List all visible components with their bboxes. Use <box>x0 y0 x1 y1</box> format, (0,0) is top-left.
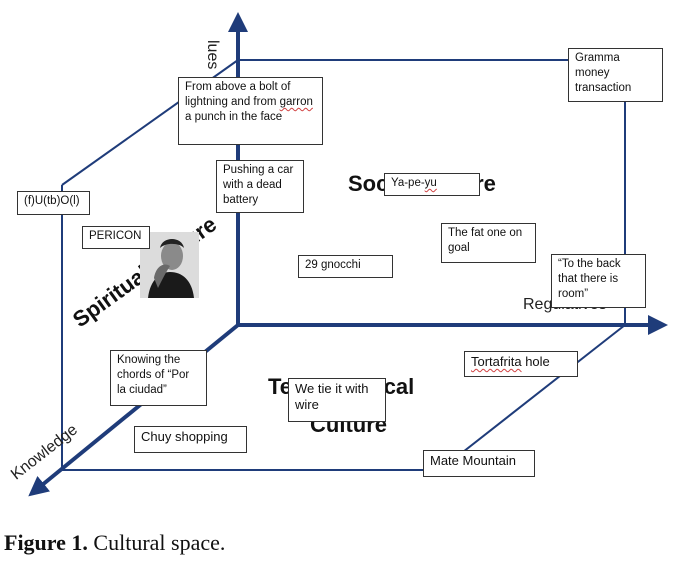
box-back: “To the back that there is room” <box>551 254 646 308</box>
box-gnocchi: 29 gnocchi <box>298 255 393 278</box>
box-yapeyu: Ya-pe-yu <box>384 173 480 196</box>
box-futbol: (f)U(tb)O(l) <box>17 191 90 215</box>
box-yapeyu-squiggle: yu <box>424 177 437 189</box>
box-yapeyu-text: Ya-pe- <box>391 177 425 189</box>
box-pericon: PERICON <box>82 226 150 249</box>
box-gramma: Gramma money transaction <box>568 48 663 102</box>
box-chuy: Chuy shopping <box>134 426 247 453</box>
figure-caption-label: Figure 1. <box>4 530 88 555</box>
box-pushing: Pushing a car with a dead battery <box>216 160 304 213</box>
box-bolt-text-1: From above a bolt of lightning and from <box>185 81 291 108</box>
box-wire: We tie it with wire <box>288 378 386 422</box>
box-chords: Knowing the chords of “Por la ciudad” <box>110 350 207 406</box>
box-mate: Mate Mountain <box>423 450 535 477</box>
box-tortafrita-text: hole <box>521 354 550 369</box>
box-bolt-squiggle: garron <box>279 96 313 108</box>
box-tortafrita: Tortafrita hole <box>464 351 578 377</box>
box-bolt-text-2: a punch in the face <box>185 111 283 123</box>
figure-caption: Figure 1. Cultural space. <box>4 530 225 556</box>
figure-caption-text: Cultural space. <box>87 530 226 555</box>
box-fat-one: The fat one on goal <box>441 223 536 263</box>
box-bolt: From above a bolt of lightning and from … <box>178 77 323 145</box>
values-axis-label: lues <box>204 40 221 70</box>
box-tortafrita-squiggle: Tortafrita <box>471 354 522 369</box>
